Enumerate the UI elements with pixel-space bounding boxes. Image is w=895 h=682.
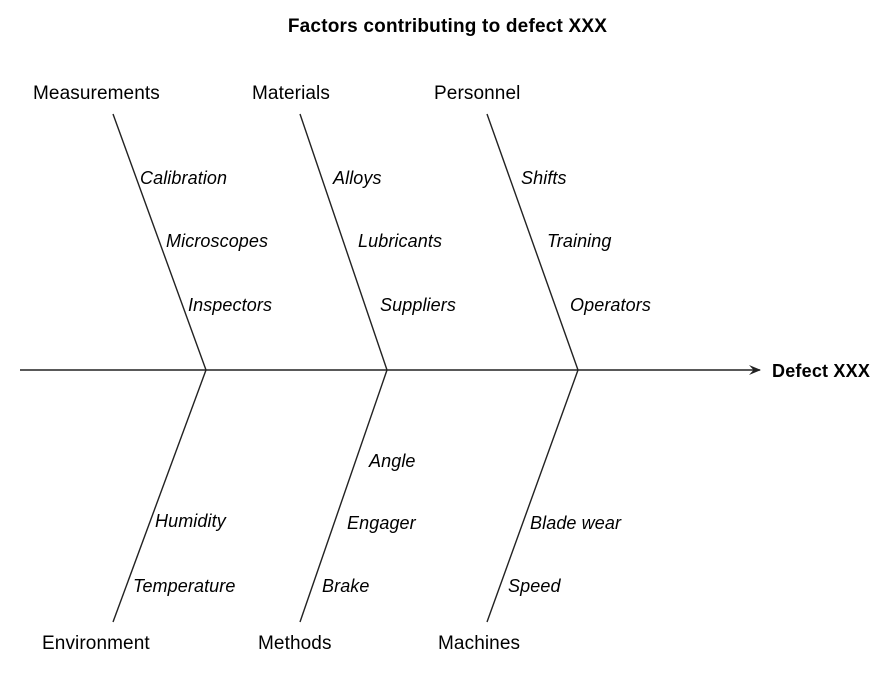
cause-label-engager: Engager	[347, 513, 416, 533]
category-label-personnel: Personnel	[434, 83, 521, 104]
cause-label-angle: Angle	[369, 451, 416, 471]
bone-methods	[299, 369, 388, 623]
cause-label-alloys: Alloys	[333, 168, 382, 188]
bone-environment	[112, 369, 207, 623]
cause-label-microscopes: Microscopes	[166, 231, 269, 251]
bone-measurements	[112, 113, 207, 371]
cause-label-temperature: Temperature	[133, 576, 236, 596]
bone-machines	[486, 369, 579, 623]
cause-label-lubricants: Lubricants	[358, 231, 443, 251]
category-label-machines: Machines	[438, 633, 521, 654]
bone-materials	[299, 113, 388, 371]
cause-label-operators: Operators	[570, 295, 651, 315]
category-label-methods: Methods	[258, 633, 332, 654]
cause-label-brake: Brake	[322, 576, 370, 596]
cause-label-calibration: Calibration	[140, 168, 228, 188]
cause-label-shifts: Shifts	[521, 168, 567, 188]
category-label-materials: Materials	[252, 83, 330, 104]
bone-lines	[20, 113, 761, 623]
category-label-environment: Environment	[42, 633, 150, 654]
cause-label-training: Training	[547, 231, 612, 251]
diagram-title: Factors contributing to defect XXX	[287, 16, 608, 37]
category-label-measurements: Measurements	[33, 83, 160, 104]
cause-label-speed: Speed	[508, 576, 561, 596]
effect-label: Defect XXX	[772, 361, 871, 381]
cause-label-blade-wear: Blade wear	[530, 513, 622, 533]
bone-personnel	[486, 113, 579, 371]
cause-label-inspectors: Inspectors	[188, 295, 273, 315]
cause-label-suppliers: Suppliers	[380, 295, 456, 315]
cause-label-humidity: Humidity	[155, 511, 226, 531]
